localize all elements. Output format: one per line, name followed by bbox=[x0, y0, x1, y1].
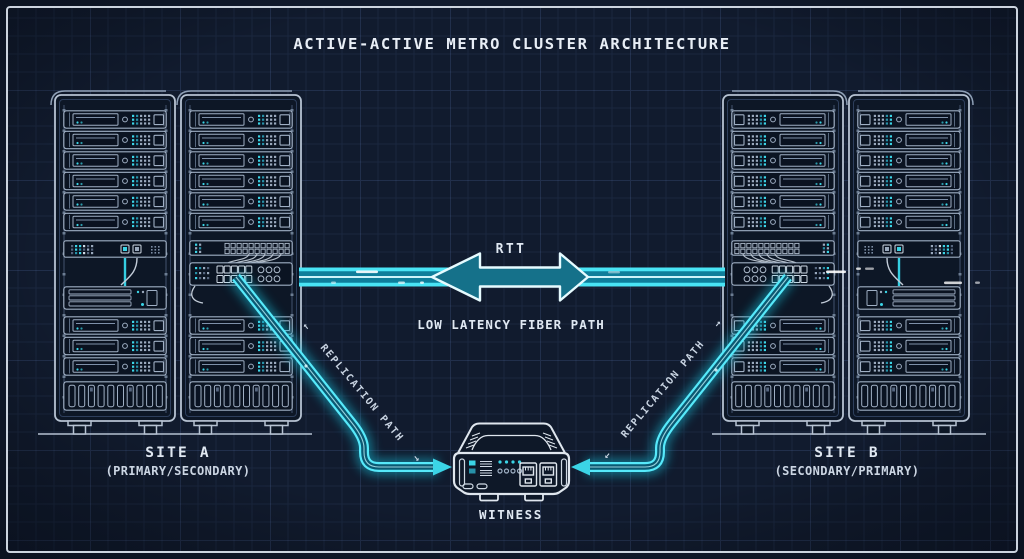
site-a-rack-inner bbox=[177, 91, 301, 434]
rtt-label: RTT bbox=[496, 242, 527, 257]
site-a-name: SITE A bbox=[145, 445, 211, 461]
fiber-traffic-streaks bbox=[331, 267, 980, 285]
outer-frame bbox=[6, 6, 1018, 553]
status-led bbox=[469, 468, 476, 474]
lid-hatch-right bbox=[542, 432, 558, 449]
status-led bbox=[469, 460, 476, 466]
site-a-role: (PRIMARY/SECONDARY) bbox=[106, 464, 251, 478]
arrow-into-witness-left-icon bbox=[433, 458, 452, 476]
witness-device bbox=[452, 422, 571, 502]
site-b-rack-outer bbox=[849, 91, 973, 434]
bidirectional-arrow-icon bbox=[430, 252, 590, 302]
replication-path-left bbox=[229, 271, 438, 476]
site-b-name: SITE B bbox=[814, 445, 880, 461]
witness-label: WITNESS bbox=[479, 507, 543, 522]
fiber-path-label: LOW LATENCY FIBER PATH bbox=[417, 317, 605, 332]
site-b-rack-inner bbox=[723, 91, 847, 434]
replication-path-right bbox=[586, 271, 795, 476]
lid-hatch-left bbox=[465, 432, 481, 449]
ethernet-port-icon bbox=[519, 462, 538, 487]
witness-lid bbox=[457, 422, 566, 454]
diagram-title: ACTIVE-ACTIVE METRO CLUSTER ARCHITECTURE bbox=[293, 35, 730, 53]
ethernet-port-icon bbox=[539, 462, 558, 487]
site-b-role: (SECONDARY/PRIMARY) bbox=[775, 464, 920, 478]
site-a-rack-outer bbox=[51, 91, 175, 434]
arrow-into-witness-right-icon bbox=[571, 458, 590, 476]
